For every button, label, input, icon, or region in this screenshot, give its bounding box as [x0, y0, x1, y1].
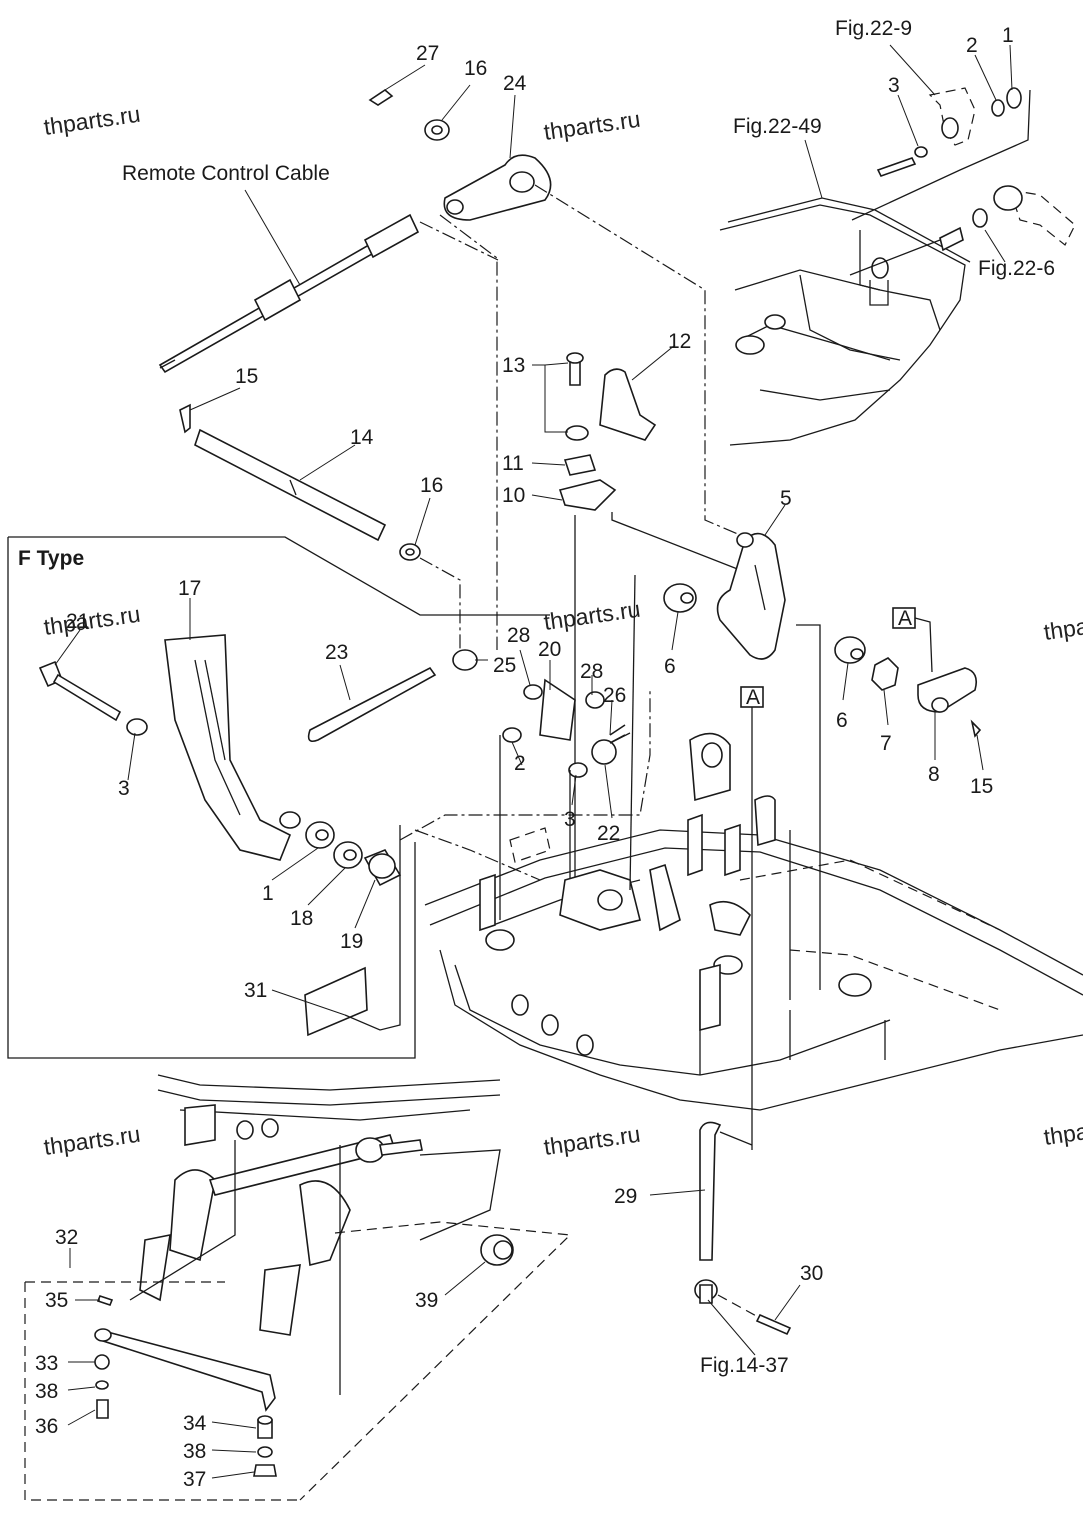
ghost-bracket-22-9: [851, 87, 1031, 221]
callout: 11: [502, 452, 524, 475]
callout: 3: [118, 777, 130, 800]
callout: 1: [262, 882, 274, 905]
fig14-37-ref: Fig.14-37: [700, 1354, 789, 1377]
callout: 1: [1002, 24, 1014, 47]
callout: 39: [415, 1289, 438, 1312]
bushings-6-7-8: [663, 583, 982, 738]
watermark: thparts.ru: [42, 101, 142, 140]
tag-letter: A: [746, 686, 760, 709]
watermark: thparts.ru: [42, 601, 142, 640]
rod-29: [694, 1121, 792, 1336]
watermarks: thparts.ru thparts.ru thparts.ru thparts…: [42, 101, 1083, 1160]
shaft-14: [179, 403, 421, 561]
callout: 14: [350, 426, 374, 449]
bottom-cowl-frame: [424, 574, 1083, 1111]
f-type-inset: F Type: [7, 536, 550, 1059]
callout: 15: [235, 365, 258, 388]
callout: 28: [580, 660, 603, 683]
callout: 8: [928, 763, 940, 786]
callout: 20: [538, 638, 561, 661]
callout: 15: [970, 775, 993, 798]
fig22-6-ref: Fig.22-6: [978, 257, 1055, 280]
callout: 37: [183, 1468, 206, 1491]
callout: 35: [45, 1289, 68, 1312]
callout: 28: [507, 624, 530, 647]
callout: 2: [966, 34, 978, 57]
bottom-left-assembly: [24, 1074, 572, 1501]
callout: 26: [603, 684, 626, 707]
callout: 19: [340, 930, 363, 953]
callout: 31: [244, 979, 267, 1002]
callout: 23: [325, 641, 348, 664]
callout: 2: [514, 752, 526, 775]
callout: 32: [55, 1226, 78, 1249]
callout: 24: [503, 72, 527, 95]
callout: 13: [502, 354, 525, 377]
center-links: [307, 649, 631, 920]
watermark: thparts.ru: [542, 1121, 642, 1160]
callouts: 1 2 3 27 16 24 15 14 16 13 12 11 10 5 17…: [35, 24, 1014, 1491]
bottom-cowl-top-right: [719, 197, 971, 446]
bracket-parts-10-13: [558, 352, 741, 900]
callout: 27: [416, 42, 439, 65]
joint-24: [368, 88, 552, 221]
callout: 3: [564, 808, 576, 831]
watermark: thparts.ru: [542, 596, 642, 635]
callout: 34: [183, 1412, 207, 1435]
watermark: thparts.ru: [42, 1121, 142, 1160]
callout: 22: [597, 822, 620, 845]
callout: 29: [614, 1185, 637, 1208]
callout: 36: [35, 1415, 58, 1438]
callout: 30: [800, 1262, 823, 1285]
remote-cable-label: Remote Control Cable: [122, 162, 330, 185]
callout: 3: [888, 74, 900, 97]
callout: 10: [502, 484, 525, 507]
lever-5: [716, 532, 786, 660]
callout: 6: [664, 655, 676, 678]
fig22-9-ref: Fig.22-9: [835, 17, 912, 40]
callout: 38: [183, 1440, 206, 1463]
fig22-49-ref: Fig.22-49: [733, 115, 822, 138]
callout: 25: [493, 654, 516, 677]
watermark: thparts.ru: [542, 106, 642, 145]
callout: 18: [290, 907, 313, 930]
callout: 33: [35, 1352, 58, 1375]
leader-lines: [54, 44, 1013, 1479]
remote-control-cable: [158, 213, 499, 374]
tag-a-links: A A: [719, 607, 933, 1150]
inset-title: F Type: [18, 547, 84, 570]
watermark: thpa: [1042, 1118, 1083, 1150]
callout: 5: [780, 487, 792, 510]
watermark: thpa: [1042, 613, 1083, 645]
callout: 16: [464, 57, 487, 80]
callout: 16: [420, 474, 443, 497]
tag-letter: A: [898, 607, 912, 630]
ghost-arm-22-6: [849, 185, 1076, 276]
callout: 17: [178, 577, 201, 600]
callout: 21: [66, 610, 89, 633]
callout: 38: [35, 1380, 58, 1403]
callout: 6: [836, 709, 848, 732]
callout: 7: [880, 732, 892, 755]
callout: 12: [668, 330, 691, 353]
